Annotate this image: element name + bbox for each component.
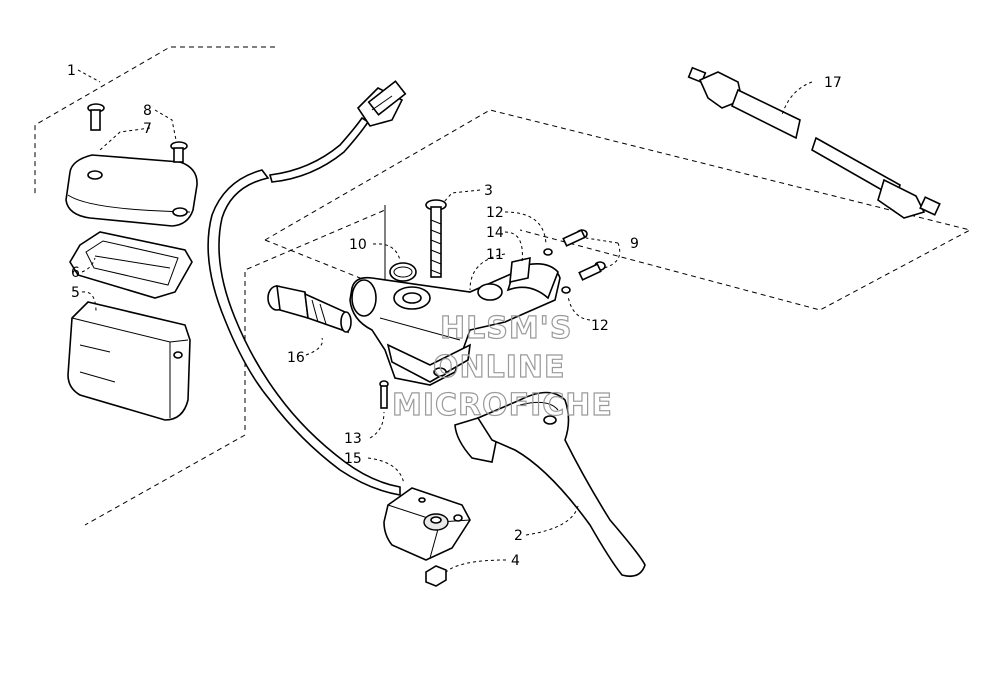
callout-16: 16 bbox=[287, 350, 305, 366]
watermark-line-1: HLSM'S bbox=[440, 311, 572, 346]
callout-labels: 1 8 7 6 5 3 12 14 11 10 9 12 16 13 15 2 … bbox=[67, 63, 842, 569]
diaphragm-gasket bbox=[69, 231, 193, 299]
callout-17: 17 bbox=[824, 75, 842, 91]
callout-15: 15 bbox=[344, 451, 362, 467]
callout-1: 1 bbox=[67, 63, 76, 79]
callout-14: 14 bbox=[486, 225, 504, 241]
lever-nut bbox=[425, 565, 447, 587]
clamp-screw-lower bbox=[578, 261, 606, 281]
brake-hose bbox=[207, 169, 401, 496]
watermark-line-3: MICROFICHE bbox=[392, 388, 613, 423]
washer-lower bbox=[561, 286, 571, 294]
switch-screw bbox=[379, 380, 389, 409]
watermark: HLSM'S ONLINE MICROFICHE bbox=[391, 310, 613, 423]
clamp-screw-upper bbox=[562, 229, 588, 247]
leader-lines bbox=[77, 69, 813, 573]
callout-8: 8 bbox=[143, 103, 152, 119]
brake-cable bbox=[687, 66, 941, 219]
watermark-line-2: ONLINE bbox=[433, 350, 566, 385]
callout-2: 2 bbox=[514, 528, 523, 544]
callout-7: 7 bbox=[143, 121, 152, 137]
washer-upper bbox=[543, 248, 553, 256]
callout-9: 9 bbox=[630, 236, 639, 252]
callout-6: 6 bbox=[71, 265, 80, 281]
reservoir-body bbox=[67, 301, 191, 421]
callout-12-upper: 12 bbox=[486, 205, 504, 221]
brake-switch bbox=[383, 487, 471, 561]
brake-switch-wire bbox=[268, 80, 407, 183]
cover-screw-right bbox=[170, 141, 188, 163]
callout-12-lower: 12 bbox=[591, 318, 609, 334]
reservoir-cover bbox=[65, 154, 198, 227]
callout-3: 3 bbox=[484, 183, 493, 199]
callout-4: 4 bbox=[511, 553, 520, 569]
banjo-fitting bbox=[267, 284, 352, 334]
callout-10: 10 bbox=[349, 237, 367, 253]
mirror-bracket bbox=[509, 256, 531, 284]
master-cylinder-body bbox=[349, 263, 561, 386]
pivot-bolt bbox=[425, 199, 447, 278]
o-ring bbox=[389, 262, 417, 282]
callout-5: 5 bbox=[71, 285, 80, 301]
brake-lever bbox=[454, 391, 646, 578]
cover-screw-left bbox=[87, 103, 105, 131]
callout-11: 11 bbox=[486, 247, 504, 263]
callout-13: 13 bbox=[344, 431, 362, 447]
